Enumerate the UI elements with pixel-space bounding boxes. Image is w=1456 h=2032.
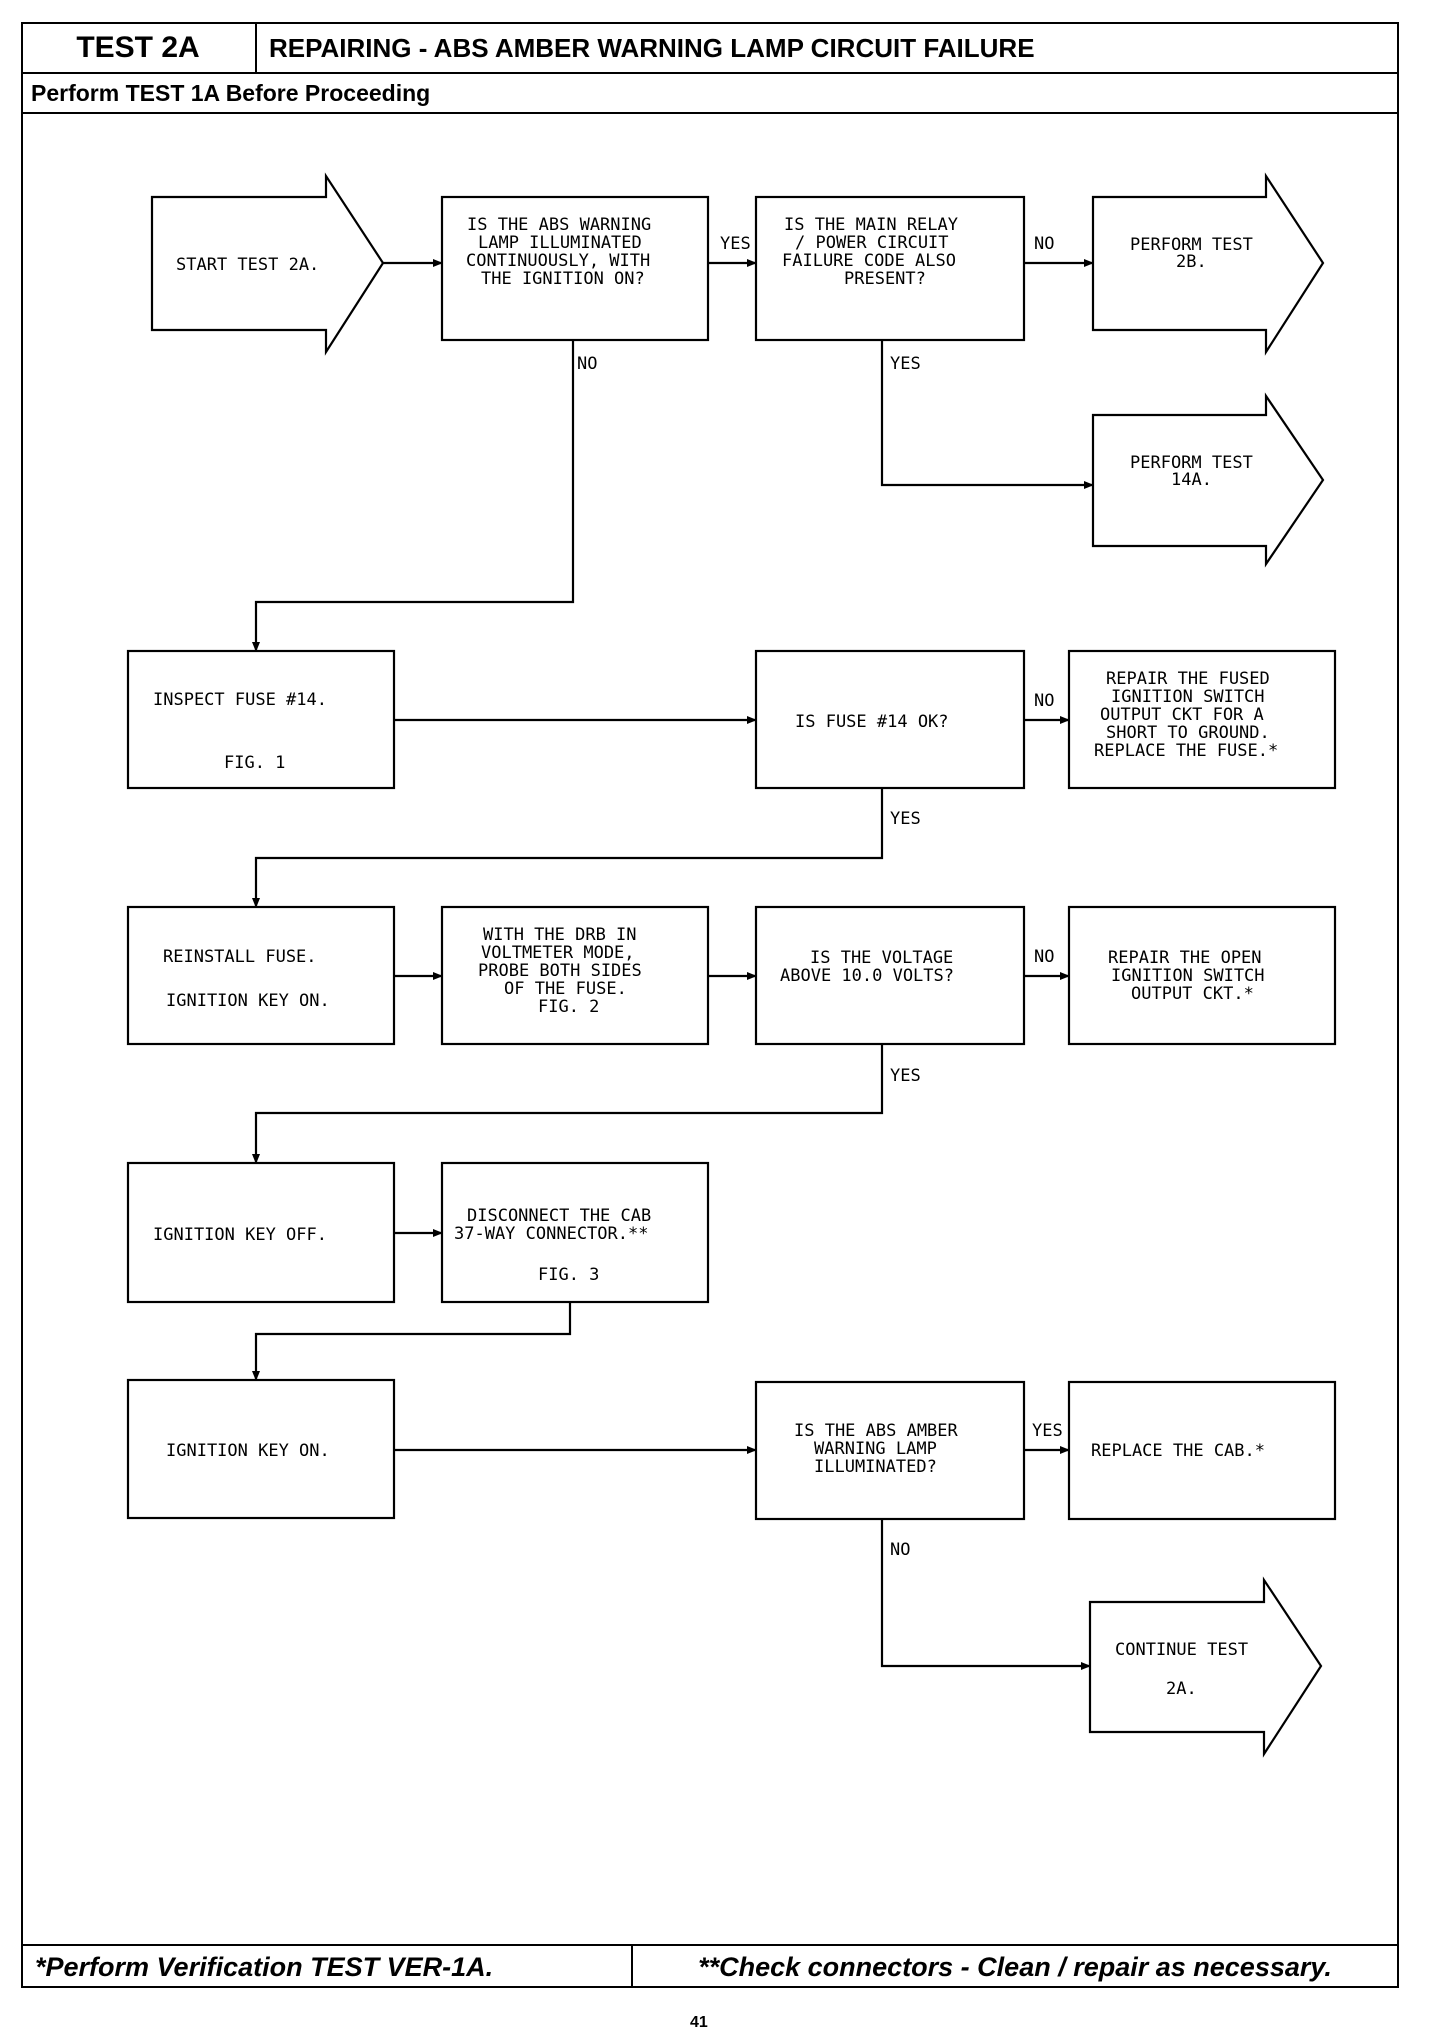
perform-2b-line-2: 2B.	[1176, 252, 1207, 272]
repair-fused-line-5: REPLACE THE FUSE.*	[1094, 741, 1278, 761]
footer-row: *Perform Verification TEST VER-1A. **Che…	[21, 1944, 1399, 1988]
q-relay-line-3: FAILURE CODE ALSO	[782, 251, 956, 271]
perform-14a-line-2: 14A.	[1171, 470, 1212, 490]
perform-2b-line-1: PERFORM TEST	[1130, 235, 1253, 255]
repair-fused-line-4: SHORT TO GROUND.	[1106, 723, 1270, 743]
q-lamp-line-3: CONTINUOUSLY, WITH	[466, 251, 650, 271]
node-continue-2a: CONTINUE TEST 2A.	[1088, 1576, 1323, 1758]
edge-amber-no	[880, 1519, 1091, 1670]
q-voltage-line-2: ABOVE 10.0 VOLTS?	[780, 966, 954, 986]
q-relay-line-2: / POWER CIRCUIT	[795, 233, 949, 253]
node-drb-probe: WITH THE DRB IN VOLTMETER MODE, PROBE BO…	[440, 905, 710, 1046]
node-disconnect-cab: DISCONNECT THE CAB 37-WAY CONNECTOR.** F…	[440, 1161, 710, 1304]
q-amber-line-1: IS THE ABS AMBER	[794, 1421, 959, 1441]
label-relay-yes: YES	[890, 354, 921, 374]
node-key-on: IGNITION KEY ON.	[126, 1378, 396, 1520]
repair-open-line-3: OUTPUT CKT.*	[1131, 984, 1254, 1004]
header-row: TEST 2A REPAIRING - ABS AMBER WARNING LA…	[21, 22, 1399, 74]
q-fuse-line-1: IS FUSE #14 OK?	[795, 712, 949, 732]
drb-line-5: FIG. 2	[538, 997, 599, 1017]
repair-open-line-1: REPAIR THE OPEN	[1108, 948, 1262, 968]
inspect-line-2: FIG. 1	[224, 753, 285, 773]
drb-line-1: WITH THE DRB IN	[483, 925, 637, 945]
edge-labels: YES NO NO YES NO YES NO YES YES NO	[577, 234, 1063, 1560]
drb-line-3: PROBE BOTH SIDES	[478, 961, 642, 981]
node-repair-fused: REPAIR THE FUSED IGNITION SWITCH OUTPUT …	[1067, 649, 1337, 790]
label-volt-yes: YES	[890, 1066, 921, 1086]
inspect-line-1: INSPECT FUSE #14.	[153, 690, 327, 710]
replace-cab-line-1: REPLACE THE CAB.*	[1091, 1441, 1265, 1461]
drb-line-2: VOLTMETER MODE,	[481, 943, 635, 963]
footer-verification-note: *Perform Verification TEST VER-1A.	[21, 1946, 633, 1988]
repair-open-line-2: IGNITION SWITCH	[1111, 966, 1265, 986]
page-frame	[21, 22, 1399, 1988]
repair-fused-line-2: IGNITION SWITCH	[1111, 687, 1265, 707]
page-number: 41	[690, 2014, 708, 2031]
node-repair-open: REPAIR THE OPEN IGNITION SWITCH OUTPUT C…	[1067, 905, 1337, 1046]
node-q-main-relay: IS THE MAIN RELAY / POWER CIRCUIT FAILUR…	[754, 195, 1026, 342]
q-amber-line-2: WARNING LAMP	[814, 1439, 937, 1459]
edge-lamp-no	[252, 340, 575, 652]
edge-volt-yes	[252, 1045, 884, 1164]
label-fuse-no: NO	[1034, 691, 1054, 711]
drb-line-4: OF THE FUSE.	[504, 979, 627, 999]
disconnect-line-2: 37-WAY CONNECTOR.**	[454, 1224, 648, 1244]
node-q-amber-lamp: IS THE ABS AMBER WARNING LAMP ILLUMINATE…	[754, 1380, 1026, 1521]
test-id: TEST 2A	[21, 22, 257, 74]
label-fuse-yes: YES	[890, 809, 921, 829]
node-replace-cab: REPLACE THE CAB.*	[1067, 1380, 1337, 1521]
reinstall-line-2: IGNITION KEY ON.	[166, 991, 330, 1011]
perform-14a-line-1: PERFORM TEST	[1130, 453, 1253, 473]
node-q-fuse-ok: IS FUSE #14 OK?	[754, 649, 1026, 790]
footer-connector-note: **Check connectors - Clean / repair as n…	[698, 1951, 1332, 1982]
q-relay-line-4: PRESENT?	[844, 269, 926, 289]
key-on-line-1: IGNITION KEY ON.	[166, 1441, 330, 1461]
q-voltage-line-1: IS THE VOLTAGE	[810, 948, 953, 968]
q-lamp-line-1: IS THE ABS WARNING	[467, 215, 651, 235]
label-relay-no: NO	[1034, 234, 1054, 254]
q-relay-line-1: IS THE MAIN RELAY	[784, 215, 958, 235]
node-perform-14a: PERFORM TEST 14A.	[1091, 392, 1325, 568]
label-amber-no: NO	[890, 1540, 910, 1560]
q-amber-line-3: ILLUMINATED?	[814, 1457, 937, 1477]
repair-fused-line-1: REPAIR THE FUSED	[1106, 669, 1270, 689]
test-title: REPAIRING - ABS AMBER WARNING LAMP CIRCU…	[269, 32, 1035, 63]
disconnect-line-3: FIG. 3	[538, 1265, 599, 1285]
start-line: START TEST 2A.	[176, 255, 319, 275]
key-off-line-1: IGNITION KEY OFF.	[153, 1225, 327, 1245]
node-q-voltage: IS THE VOLTAGE ABOVE 10.0 VOLTS?	[754, 905, 1026, 1046]
node-q-lamp-on: IS THE ABS WARNING LAMP ILLUMINATED CONT…	[440, 195, 710, 342]
continue-line-1: CONTINUE TEST	[1115, 1640, 1248, 1660]
edge-relay-yes	[880, 340, 1094, 489]
disconnect-line-1: DISCONNECT THE CAB	[467, 1206, 651, 1226]
connectors	[252, 259, 1094, 1670]
node-reinstall-fuse: REINSTALL FUSE. IGNITION KEY ON.	[126, 905, 396, 1046]
prerequisite-note: Perform TEST 1A Before Proceeding	[21, 74, 1399, 114]
label-lamp-no: NO	[577, 354, 597, 374]
node-start: START TEST 2A.	[150, 172, 385, 356]
node-key-off: IGNITION KEY OFF.	[126, 1161, 396, 1304]
q-lamp-line-4: THE IGNITION ON?	[481, 269, 645, 289]
edge-disconnect-to-keyon	[252, 1302, 572, 1381]
q-lamp-line-2: LAMP ILLUMINATED	[478, 233, 642, 253]
repair-fused-line-3: OUTPUT CKT FOR A	[1100, 705, 1264, 725]
node-perform-2b: PERFORM TEST 2B.	[1091, 172, 1325, 356]
label-amber-yes: YES	[1032, 1421, 1063, 1441]
reinstall-line-1: REINSTALL FUSE.	[163, 947, 317, 967]
node-inspect-fuse: INSPECT FUSE #14. FIG. 1	[126, 649, 396, 790]
label-lamp-yes: YES	[720, 234, 751, 254]
edge-fuse-yes	[252, 788, 884, 908]
label-volt-no: NO	[1034, 947, 1054, 967]
continue-line-2: 2A.	[1166, 1679, 1197, 1699]
